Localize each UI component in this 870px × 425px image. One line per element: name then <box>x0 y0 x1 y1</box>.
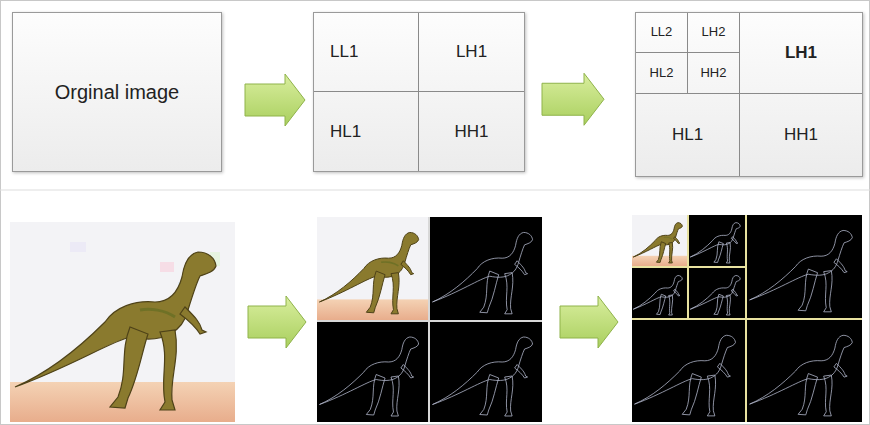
subband-cell: HH2 <box>688 53 739 93</box>
detail-band <box>317 322 428 422</box>
box-label: LH1 <box>785 43 817 63</box>
detail-band <box>632 268 687 318</box>
box-label: LH2 <box>702 25 726 40</box>
band-divider <box>632 215 862 422</box>
block-arrow <box>245 74 305 126</box>
detail-band <box>689 215 745 266</box>
detail-band <box>689 268 745 318</box>
box-label: LH1 <box>456 42 487 62</box>
detail-band <box>747 215 862 318</box>
level2-photo <box>632 215 862 422</box>
box-label: HL1 <box>330 122 361 142</box>
color-blotch <box>70 242 86 252</box>
subband-cell: HL1 <box>636 94 740 176</box>
subband-cell: HH1 <box>740 94 862 176</box>
subband-cell: HL2 <box>636 53 688 93</box>
detail-band <box>632 320 745 422</box>
subband-cell: LL1 <box>314 13 419 92</box>
block-arrow <box>542 73 604 125</box>
row-divider <box>0 190 870 191</box>
approximation-band <box>632 215 687 266</box>
box-label: HH2 <box>700 66 726 81</box>
level1-photo <box>317 217 542 422</box>
dinosaur <box>15 252 216 410</box>
subband-panel: LL2 LH2HL2 HH2 LH1HL1 HH1 <box>635 12 863 177</box>
block-arrow <box>248 296 306 348</box>
subband-cell: HH1 <box>419 92 524 171</box>
approximation-band <box>317 217 428 320</box>
subband-panel: LL1 LH1HL1 HH1 <box>313 12 525 172</box>
photo-background <box>10 222 235 422</box>
subband-cell: LH2 <box>688 13 739 53</box>
subband-group: LL2 LH2HL2 HH2 <box>636 13 740 94</box>
color-blotch <box>160 262 174 272</box>
box-label: Orginal image <box>55 81 180 104</box>
subband-cell: LH1 <box>419 13 524 92</box>
dinosaur-marking <box>140 309 175 317</box>
original-photo <box>10 222 235 422</box>
image-box: Orginal image <box>12 12 222 172</box>
subband-cell: HL1 <box>314 92 419 171</box>
box-label: HH1 <box>784 125 818 145</box>
box-label: HL2 <box>650 66 674 81</box>
block-arrow <box>560 296 618 348</box>
band-divider <box>317 217 542 422</box>
detail-band <box>747 320 862 422</box>
box-label: HH1 <box>454 122 488 142</box>
detail-band <box>430 322 542 422</box>
box-label: HL1 <box>672 125 703 145</box>
box-label: LL1 <box>330 42 358 62</box>
subband-cell: LH1 <box>740 13 862 94</box>
subband-cell: LL2 <box>636 13 688 53</box>
detail-band <box>430 217 542 320</box>
box-label: LL2 <box>651 25 673 40</box>
